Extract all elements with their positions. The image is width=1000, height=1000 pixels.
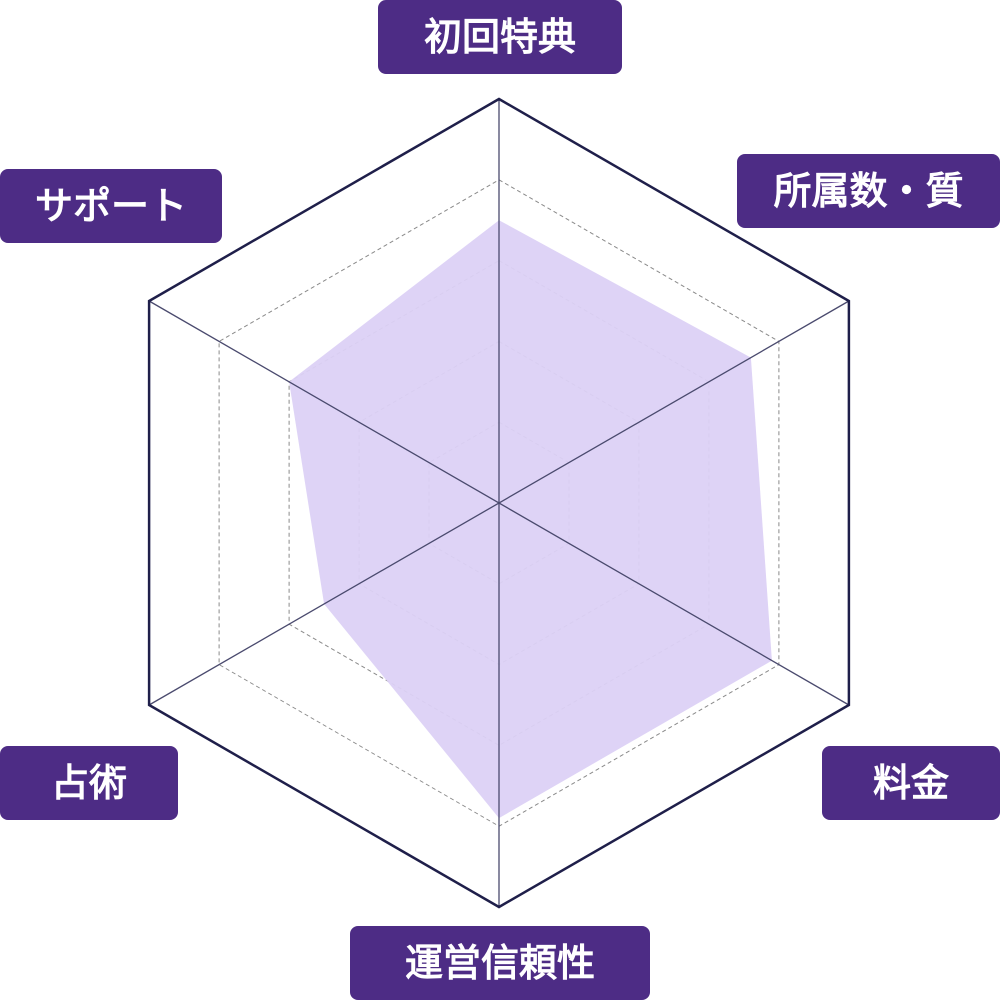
axis-label-reliability: 運営信頼性 [350,926,650,1000]
outline-layer [147,97,851,909]
axis-label-fortune-tellers: 所属数・質 [737,154,1000,228]
outer-hexagon [147,97,851,909]
axis-label-first-bonus: 初回特典 [378,0,622,74]
spoke-3 [148,300,850,706]
axis-label-divination: 占術 [0,746,178,820]
data-area-layer [288,219,773,819]
data-area [289,220,772,819]
axis-label-support: サポート [0,169,222,243]
axis-label-price: 料金 [822,746,1000,820]
spoke-layer [148,99,850,907]
